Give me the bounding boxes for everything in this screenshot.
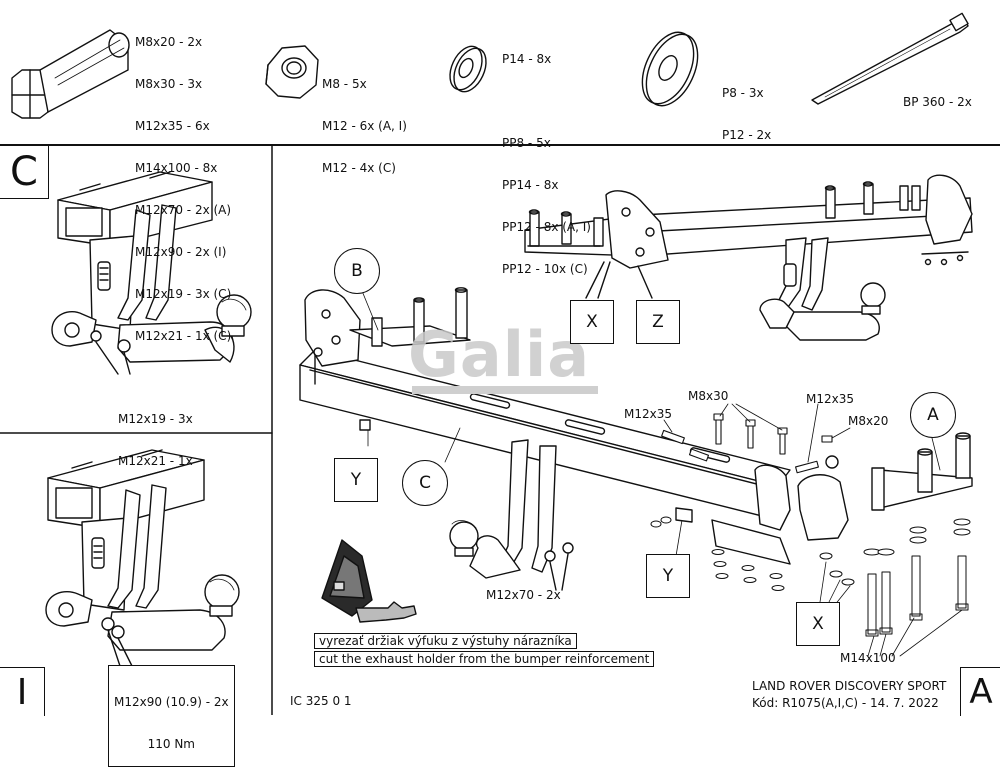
callout-m12x35-left: M12x35 <box>624 407 672 421</box>
bolt-list: M8x20 - 2x M8x30 - 3x M12x35 - 6x M14x10… <box>135 7 231 357</box>
bolt-line: M12x35 - 6x <box>135 119 210 133</box>
label-y-left: Y <box>350 470 362 490</box>
label-z-box: Z <box>636 300 680 344</box>
hex-nut-icon <box>265 45 319 99</box>
bolt-line: M8x20 - 2x <box>135 35 203 49</box>
bolt-line: M14x100 - 8x <box>135 161 218 175</box>
nut-line: M8 - 5x <box>322 77 367 91</box>
washer-line: PP14 - 8x <box>502 178 559 192</box>
nut-line: M12 - 6x (A, I) <box>322 119 407 133</box>
washer-list: P14 - 8x PP8 - 5x PP14 - 8x PP12 - 8x (A… <box>502 24 591 290</box>
plate-list: P8 - 3x P12 - 2x <box>722 58 771 156</box>
label-z: Z <box>652 312 664 332</box>
note-english: cut the exhaust holder from the bumper r… <box>314 651 655 667</box>
panel-i-callout-box: M12x90 (10.9) - 2x 110 Nm <box>108 665 235 767</box>
label-x-bottom-box: X <box>796 602 840 646</box>
assembly-drawing <box>0 12 1000 715</box>
bolt-line: M12x90 - 2x (I) <box>135 245 227 259</box>
label-c-circle: C <box>402 460 448 506</box>
washer-line: P14 - 8x <box>502 52 552 66</box>
watermark-underline <box>412 386 598 394</box>
panel-c-callout-line: M12x19 - 3x <box>118 412 193 426</box>
top-crossbar-drawing <box>524 174 973 341</box>
panel-c-letter: C <box>10 149 38 195</box>
label-x-top: X <box>586 312 598 332</box>
main-crossbar-drawing <box>299 285 973 657</box>
small-washer-icon <box>449 45 487 93</box>
label-y-left-box: Y <box>334 458 378 502</box>
callout-m8x30: M8x30 <box>688 389 729 403</box>
bolt-line: M12x19 - 3x (C) <box>135 287 232 301</box>
panel-c-hitch-drawing <box>51 171 252 375</box>
callout-m8x20: M8x20 <box>848 414 889 428</box>
vehicle-name: LAND ROVER DISCOVERY SPORT <box>752 679 947 693</box>
callout-m14x100: M14x100 <box>840 651 896 665</box>
callout-m12x70: M12x70 - 2x <box>486 588 561 602</box>
label-b-circle: B <box>334 248 380 294</box>
hex-bolt-icon <box>11 29 130 119</box>
panel-c-letter-box: C <box>0 146 49 199</box>
watermark-logo: Galia <box>408 318 591 391</box>
washer-line: PP8 - 5x <box>502 136 551 150</box>
exhaust-holder-drawing <box>321 539 417 623</box>
label-b: B <box>351 261 363 281</box>
bolt-line: M8x30 - 3x <box>135 77 203 91</box>
bolt-line: M12x21 - 1x (C) <box>135 329 232 343</box>
panel-c-callout-line: M12x21 - 1x <box>118 454 193 468</box>
washer-line: PP12 - 8x (A, I) <box>502 220 591 234</box>
cable-tie-icon <box>811 12 969 105</box>
panel-i-callout-line: M12x90 (10.9) - 2x <box>114 695 229 709</box>
panel-i-letter: I <box>16 671 28 713</box>
plate-line: P8 - 3x <box>722 86 764 100</box>
label-x-bottom: X <box>812 614 824 634</box>
washer-line: PP12 - 10x (C) <box>502 262 588 276</box>
drawing-code: IC 325 0 1 <box>290 694 352 708</box>
tie-line: BP 360 - 2x <box>903 95 972 109</box>
nut-line: M12 - 4x (C) <box>322 161 396 175</box>
plate-line: P12 - 2x <box>722 128 772 142</box>
panel-c-callout: M12x19 - 3x M12x21 - 1x <box>118 384 193 482</box>
note-slovak: vyrezať držiak výfuku z výstuhy nárazník… <box>314 633 577 649</box>
label-x-top-box: X <box>570 300 614 344</box>
panel-i-hitch-drawing <box>45 449 240 667</box>
kit-code-date: Kód: R1075(A,I,C) - 14. 7. 2022 <box>752 696 939 710</box>
panel-i-callout-line: 110 Nm <box>147 737 195 751</box>
panel-i-letter-box: I <box>0 667 45 716</box>
label-c: C <box>419 473 431 493</box>
label-y-right: Y <box>662 566 674 586</box>
washer-line <box>502 94 591 108</box>
panel-a-letter: A <box>969 672 993 712</box>
large-washer-plate-icon <box>641 31 699 107</box>
label-a: A <box>927 405 939 425</box>
label-y-right-box: Y <box>646 554 690 598</box>
tie-list: BP 360 - 2x <box>903 67 972 123</box>
nut-list: M8 - 5x M12 - 6x (A, I) M12 - 4x (C) <box>322 49 407 189</box>
label-a-circle: A <box>910 392 956 438</box>
panel-a-letter-box: A <box>960 667 1000 716</box>
callout-m12x35-right: M12x35 <box>806 392 854 406</box>
bolt-line: M12x70 - 2x (A) <box>135 203 232 217</box>
